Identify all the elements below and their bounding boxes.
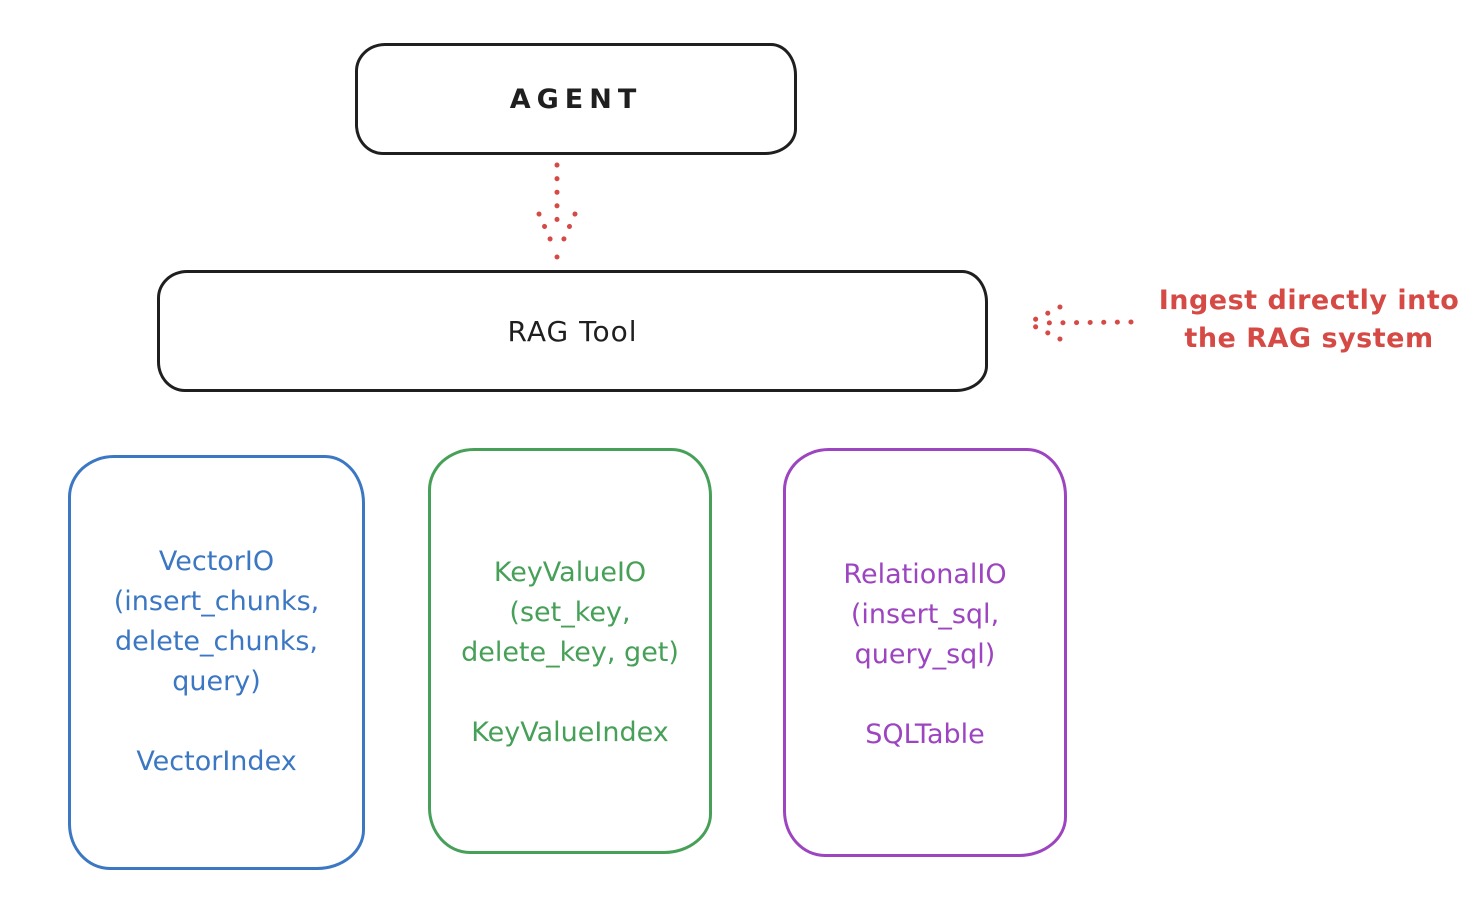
store-line: (set_key, [509, 597, 631, 628]
vector-io-box: VectorIO (insert_chunks, delete_chunks, … [68, 455, 365, 870]
ingest-annotation-line-2: the RAG system [1184, 323, 1434, 354]
store-line: (insert_chunks, [113, 586, 320, 617]
store-line: VectorIO [158, 546, 275, 577]
keyvalue-io-box: KeyValueIO (set_key, delete_key, get) Ke… [428, 448, 712, 854]
store-line: (insert_sql, [850, 599, 1000, 630]
store-line: delete_chunks, [114, 626, 319, 657]
store-line: query) [172, 666, 261, 697]
relational-io-box: RelationalIO (insert_sql, query_sql) SQL… [783, 448, 1067, 857]
agent-to-rag-arrow [536, 162, 578, 260]
ingest-annotation-arrow [1027, 304, 1134, 342]
store-line: query_sql) [854, 639, 996, 670]
agent-node: AGENT [355, 43, 797, 155]
store-index-label: SQLTable [865, 719, 985, 750]
ingest-annotation-line-1: Ingest directly into [1158, 285, 1460, 316]
agent-node-label: AGENT [509, 83, 643, 115]
store-index-label: VectorIndex [136, 746, 297, 777]
store-line: KeyValueIO [493, 557, 647, 588]
rag-tool-node: RAG Tool [157, 270, 988, 392]
rag-tool-node-label: RAG Tool [507, 314, 638, 348]
ingest-annotation: Ingest directly into the RAG system [1138, 282, 1480, 358]
store-index-label: KeyValueIndex [471, 717, 669, 748]
store-line: delete_key, get) [461, 637, 679, 668]
store-line: RelationalIO [843, 559, 1007, 590]
